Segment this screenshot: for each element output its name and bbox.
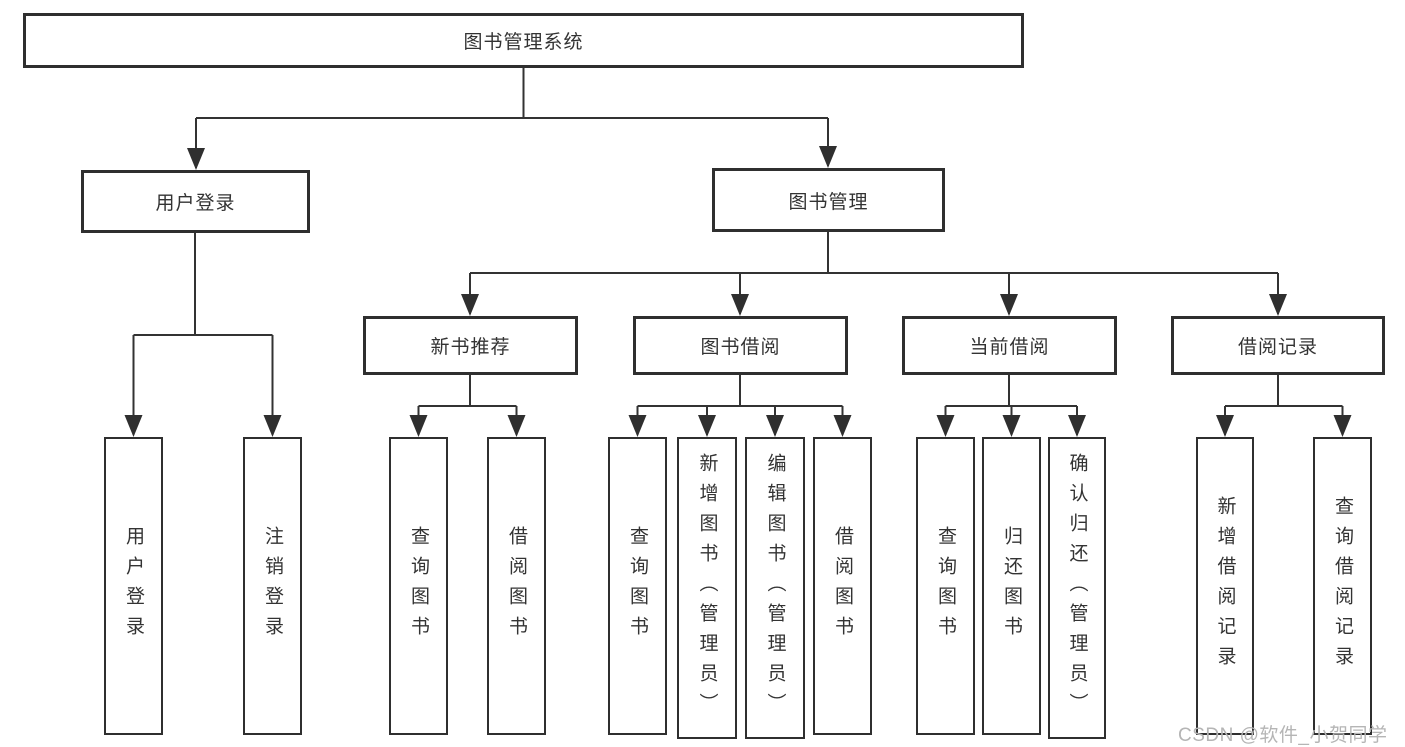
node-label: 注销登录 xyxy=(262,526,283,646)
leaf-user-login: 用户登录 xyxy=(104,437,163,735)
leaf-query-books-borrow: 查询图书 xyxy=(608,437,667,735)
leaf-logout: 注销登录 xyxy=(243,437,302,735)
leaf-return-book: 归还图书 xyxy=(982,437,1041,735)
arrowhead xyxy=(731,294,749,316)
node-label: 查询图书 xyxy=(627,526,648,646)
arrowhead xyxy=(1068,415,1086,437)
leaf-edit-book-admin: 编辑图书（管理员） xyxy=(745,437,805,739)
node-label: 查询借阅记录 xyxy=(1332,496,1353,676)
arrowhead xyxy=(507,415,526,437)
node-user-login-module: 用户登录 xyxy=(81,170,310,233)
node-label: 归还图书 xyxy=(1001,526,1022,646)
leaf-borrow-book: 借阅图书 xyxy=(813,437,872,735)
node-label: 借阅记录 xyxy=(1237,337,1318,358)
arrowhead xyxy=(1216,415,1234,437)
node-book-management-module: 图书管理 xyxy=(712,168,945,232)
node-label: 查询图书 xyxy=(935,526,956,646)
arrowhead xyxy=(936,415,955,437)
node-label: 图书借阅 xyxy=(700,337,781,358)
node-label: 用户登录 xyxy=(155,193,236,214)
arrowhead xyxy=(461,294,479,316)
node-label: 新增借阅记录 xyxy=(1214,496,1236,676)
arrowhead xyxy=(698,415,716,437)
arrowhead xyxy=(628,415,647,437)
node-label: 查询图书 xyxy=(408,526,429,646)
node-label: 图书管理 xyxy=(788,191,869,213)
leaf-confirm-return-admin: 确认归还（管理员） xyxy=(1048,437,1106,739)
arrowhead xyxy=(124,415,143,437)
arrowhead xyxy=(1333,415,1352,437)
node-new-book-recommend: 新书推荐 xyxy=(363,316,578,375)
arrowhead xyxy=(409,415,428,437)
arrowhead xyxy=(1002,415,1021,437)
arrowheads xyxy=(124,146,1352,437)
arrowhead xyxy=(263,415,282,437)
node-current-borrow: 当前借阅 xyxy=(902,316,1117,375)
leaf-add-book-admin: 新增图书（管理员） xyxy=(677,437,737,739)
leaf-query-books-recommend: 查询图书 xyxy=(389,437,448,735)
leaf-query-borrow-record: 查询借阅记录 xyxy=(1313,437,1372,735)
node-label: 当前借阅 xyxy=(969,337,1050,358)
arrowhead xyxy=(187,148,205,170)
node-label: 确认归还（管理员） xyxy=(1066,453,1088,723)
csdn-watermark: CSDN @软件_小贺同学 xyxy=(1178,725,1388,746)
leaf-query-books-current: 查询图书 xyxy=(916,437,975,735)
node-book-borrow: 图书借阅 xyxy=(633,316,848,375)
node-borrow-records: 借阅记录 xyxy=(1171,316,1385,375)
arrowhead xyxy=(766,415,784,437)
arrowhead xyxy=(819,146,837,168)
tree-edges xyxy=(132,68,1344,435)
node-label: 借阅图书 xyxy=(506,526,527,646)
node-label: 新书推荐 xyxy=(430,337,511,358)
leaf-borrow-books-recommend: 借阅图书 xyxy=(487,437,546,735)
node-label: 编辑图书（管理员） xyxy=(764,453,786,723)
arrowhead xyxy=(1269,294,1287,316)
node-label: 用户登录 xyxy=(123,526,144,646)
leaf-add-borrow-record: 新增借阅记录 xyxy=(1196,437,1254,735)
node-label: 图书管理系统 xyxy=(463,32,584,53)
node-label: 新增图书（管理员） xyxy=(696,453,718,723)
arrowhead xyxy=(1000,294,1018,316)
node-root-system: 图书管理系统 xyxy=(23,13,1024,68)
arrowhead xyxy=(833,415,852,437)
node-label: 借阅图书 xyxy=(832,526,853,646)
